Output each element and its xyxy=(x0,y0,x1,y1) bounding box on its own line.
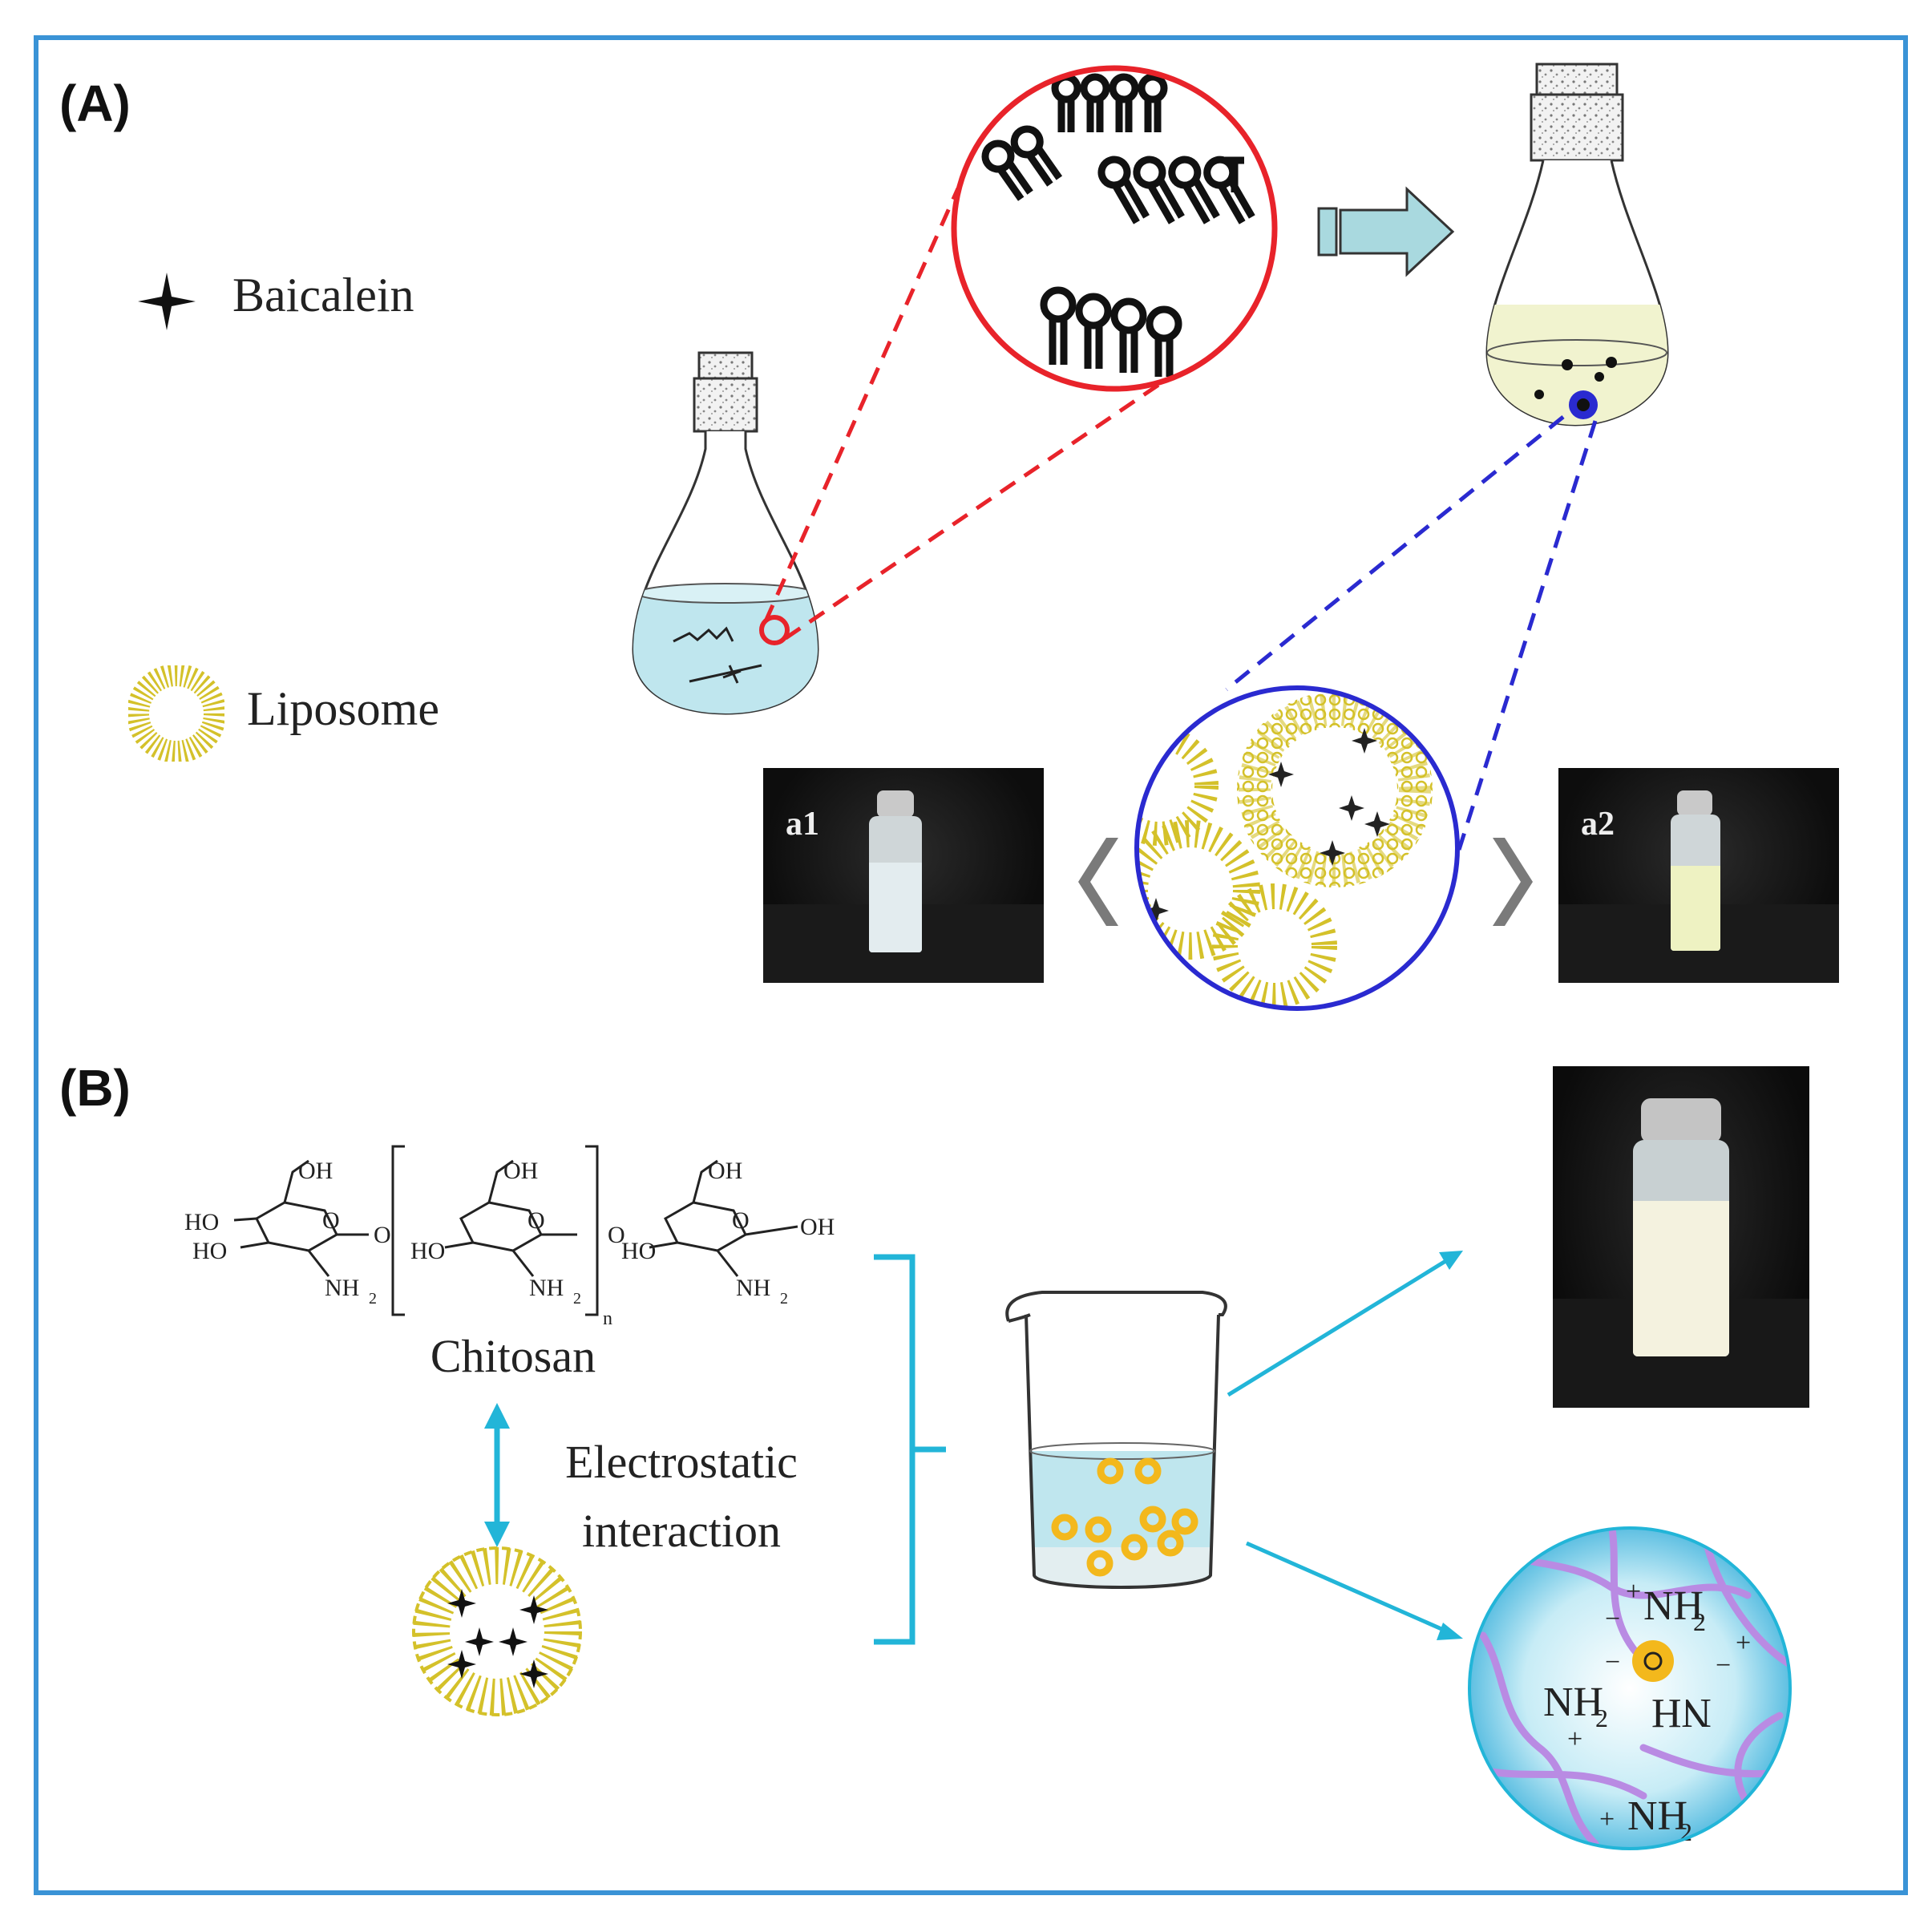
svg-text:HO: HO xyxy=(184,1209,219,1235)
svg-text:O: O xyxy=(732,1207,750,1234)
electrostatic-interaction-arrow xyxy=(484,1403,510,1547)
svg-text:2: 2 xyxy=(1679,1817,1692,1846)
svg-text:O: O xyxy=(322,1207,340,1234)
svg-text:2: 2 xyxy=(1595,1704,1608,1732)
svg-text:NH: NH xyxy=(1643,1583,1704,1629)
svg-text:O: O xyxy=(527,1207,545,1234)
electrostatic-interaction-label-line2: interaction xyxy=(581,1505,781,1557)
svg-text:2: 2 xyxy=(1693,1607,1706,1636)
svg-text:NH: NH xyxy=(325,1275,359,1301)
panel-label-b: (B) xyxy=(59,1059,131,1117)
svg-text:2: 2 xyxy=(369,1290,377,1308)
photo-a2-baicalein-liposome-vial: a2 xyxy=(1558,768,1839,983)
svg-text:n: n xyxy=(603,1308,612,1329)
photo-a2-label: a2 xyxy=(1581,806,1615,843)
figure-border xyxy=(34,35,1908,1895)
legend-baicalein-label: Baicalein xyxy=(232,269,414,321)
svg-text:HO: HO xyxy=(192,1238,227,1264)
chitosan-structure xyxy=(233,1145,798,1316)
baicalein-star-icon xyxy=(138,273,196,330)
svg-text:+: + xyxy=(1567,1724,1582,1754)
svg-text:+: + xyxy=(1626,1577,1641,1607)
svg-text:−: − xyxy=(1605,1647,1620,1677)
svg-text:OH: OH xyxy=(800,1214,835,1240)
svg-text:O: O xyxy=(608,1222,625,1248)
chitosan-atom-labels: OH HO HO O NH 2 O OH HO O NH 2 n O OH HO… xyxy=(184,1158,835,1329)
red-zoom-line-top xyxy=(763,187,960,623)
svg-text:2: 2 xyxy=(780,1290,788,1308)
svg-text:+: + xyxy=(1599,1805,1615,1834)
chitosan-network-circle: NH 2 + − − − + NH 2 + NH NH 2 + xyxy=(1468,1526,1792,1850)
svg-text:HO: HO xyxy=(621,1238,656,1264)
result-arrows xyxy=(1227,1251,1463,1640)
svg-text:NH: NH xyxy=(736,1275,770,1301)
panel-label-a: (A) xyxy=(59,75,131,132)
chevron-right-icon xyxy=(1493,838,1533,926)
phospholipid-zoom-circle xyxy=(951,65,1278,392)
photo-chitosan-liposome-gel-vial xyxy=(1553,1066,1809,1408)
svg-text:−: − xyxy=(1605,1604,1620,1634)
svg-text:OH: OH xyxy=(298,1158,333,1184)
round-flask-with-lipid-film xyxy=(632,351,819,715)
svg-text:+: + xyxy=(1736,1628,1751,1658)
svg-text:NH: NH xyxy=(1627,1793,1687,1839)
svg-text:OH: OH xyxy=(708,1158,742,1184)
svg-text:NH: NH xyxy=(1543,1680,1603,1725)
blue-zoom-line-left xyxy=(1225,415,1565,691)
photo-a1-label: a1 xyxy=(786,806,819,843)
baicalein-loaded-liposome xyxy=(412,1546,582,1716)
beaker-with-liposomes xyxy=(1005,1291,1227,1589)
chevron-left-icon xyxy=(1078,838,1118,926)
process-arrow xyxy=(1317,186,1455,277)
chitosan-label: Chitosan xyxy=(430,1330,596,1382)
photo-a1-empty-liposome-vial: a1 xyxy=(763,768,1044,983)
svg-text:−: − xyxy=(1716,1651,1731,1680)
svg-text:HO: HO xyxy=(410,1238,445,1264)
svg-text:O: O xyxy=(374,1222,391,1248)
electrostatic-interaction-label-line1: Electrostatic xyxy=(565,1436,798,1488)
svg-text:OH: OH xyxy=(503,1158,538,1184)
red-zoom-line-bottom xyxy=(784,374,1172,641)
legend-liposome-label: Liposome xyxy=(247,682,439,735)
round-flask-with-liposome-suspension xyxy=(1485,63,1669,426)
svg-text:NH: NH xyxy=(529,1275,564,1301)
liposome-icon xyxy=(128,665,224,762)
blue-zoom-line-right xyxy=(1457,420,1598,851)
liposome-zoom-circle xyxy=(1134,685,1460,1011)
combine-bracket xyxy=(874,1254,946,1645)
svg-text:2: 2 xyxy=(573,1290,581,1308)
svg-text:NH: NH xyxy=(1651,1690,1712,1736)
